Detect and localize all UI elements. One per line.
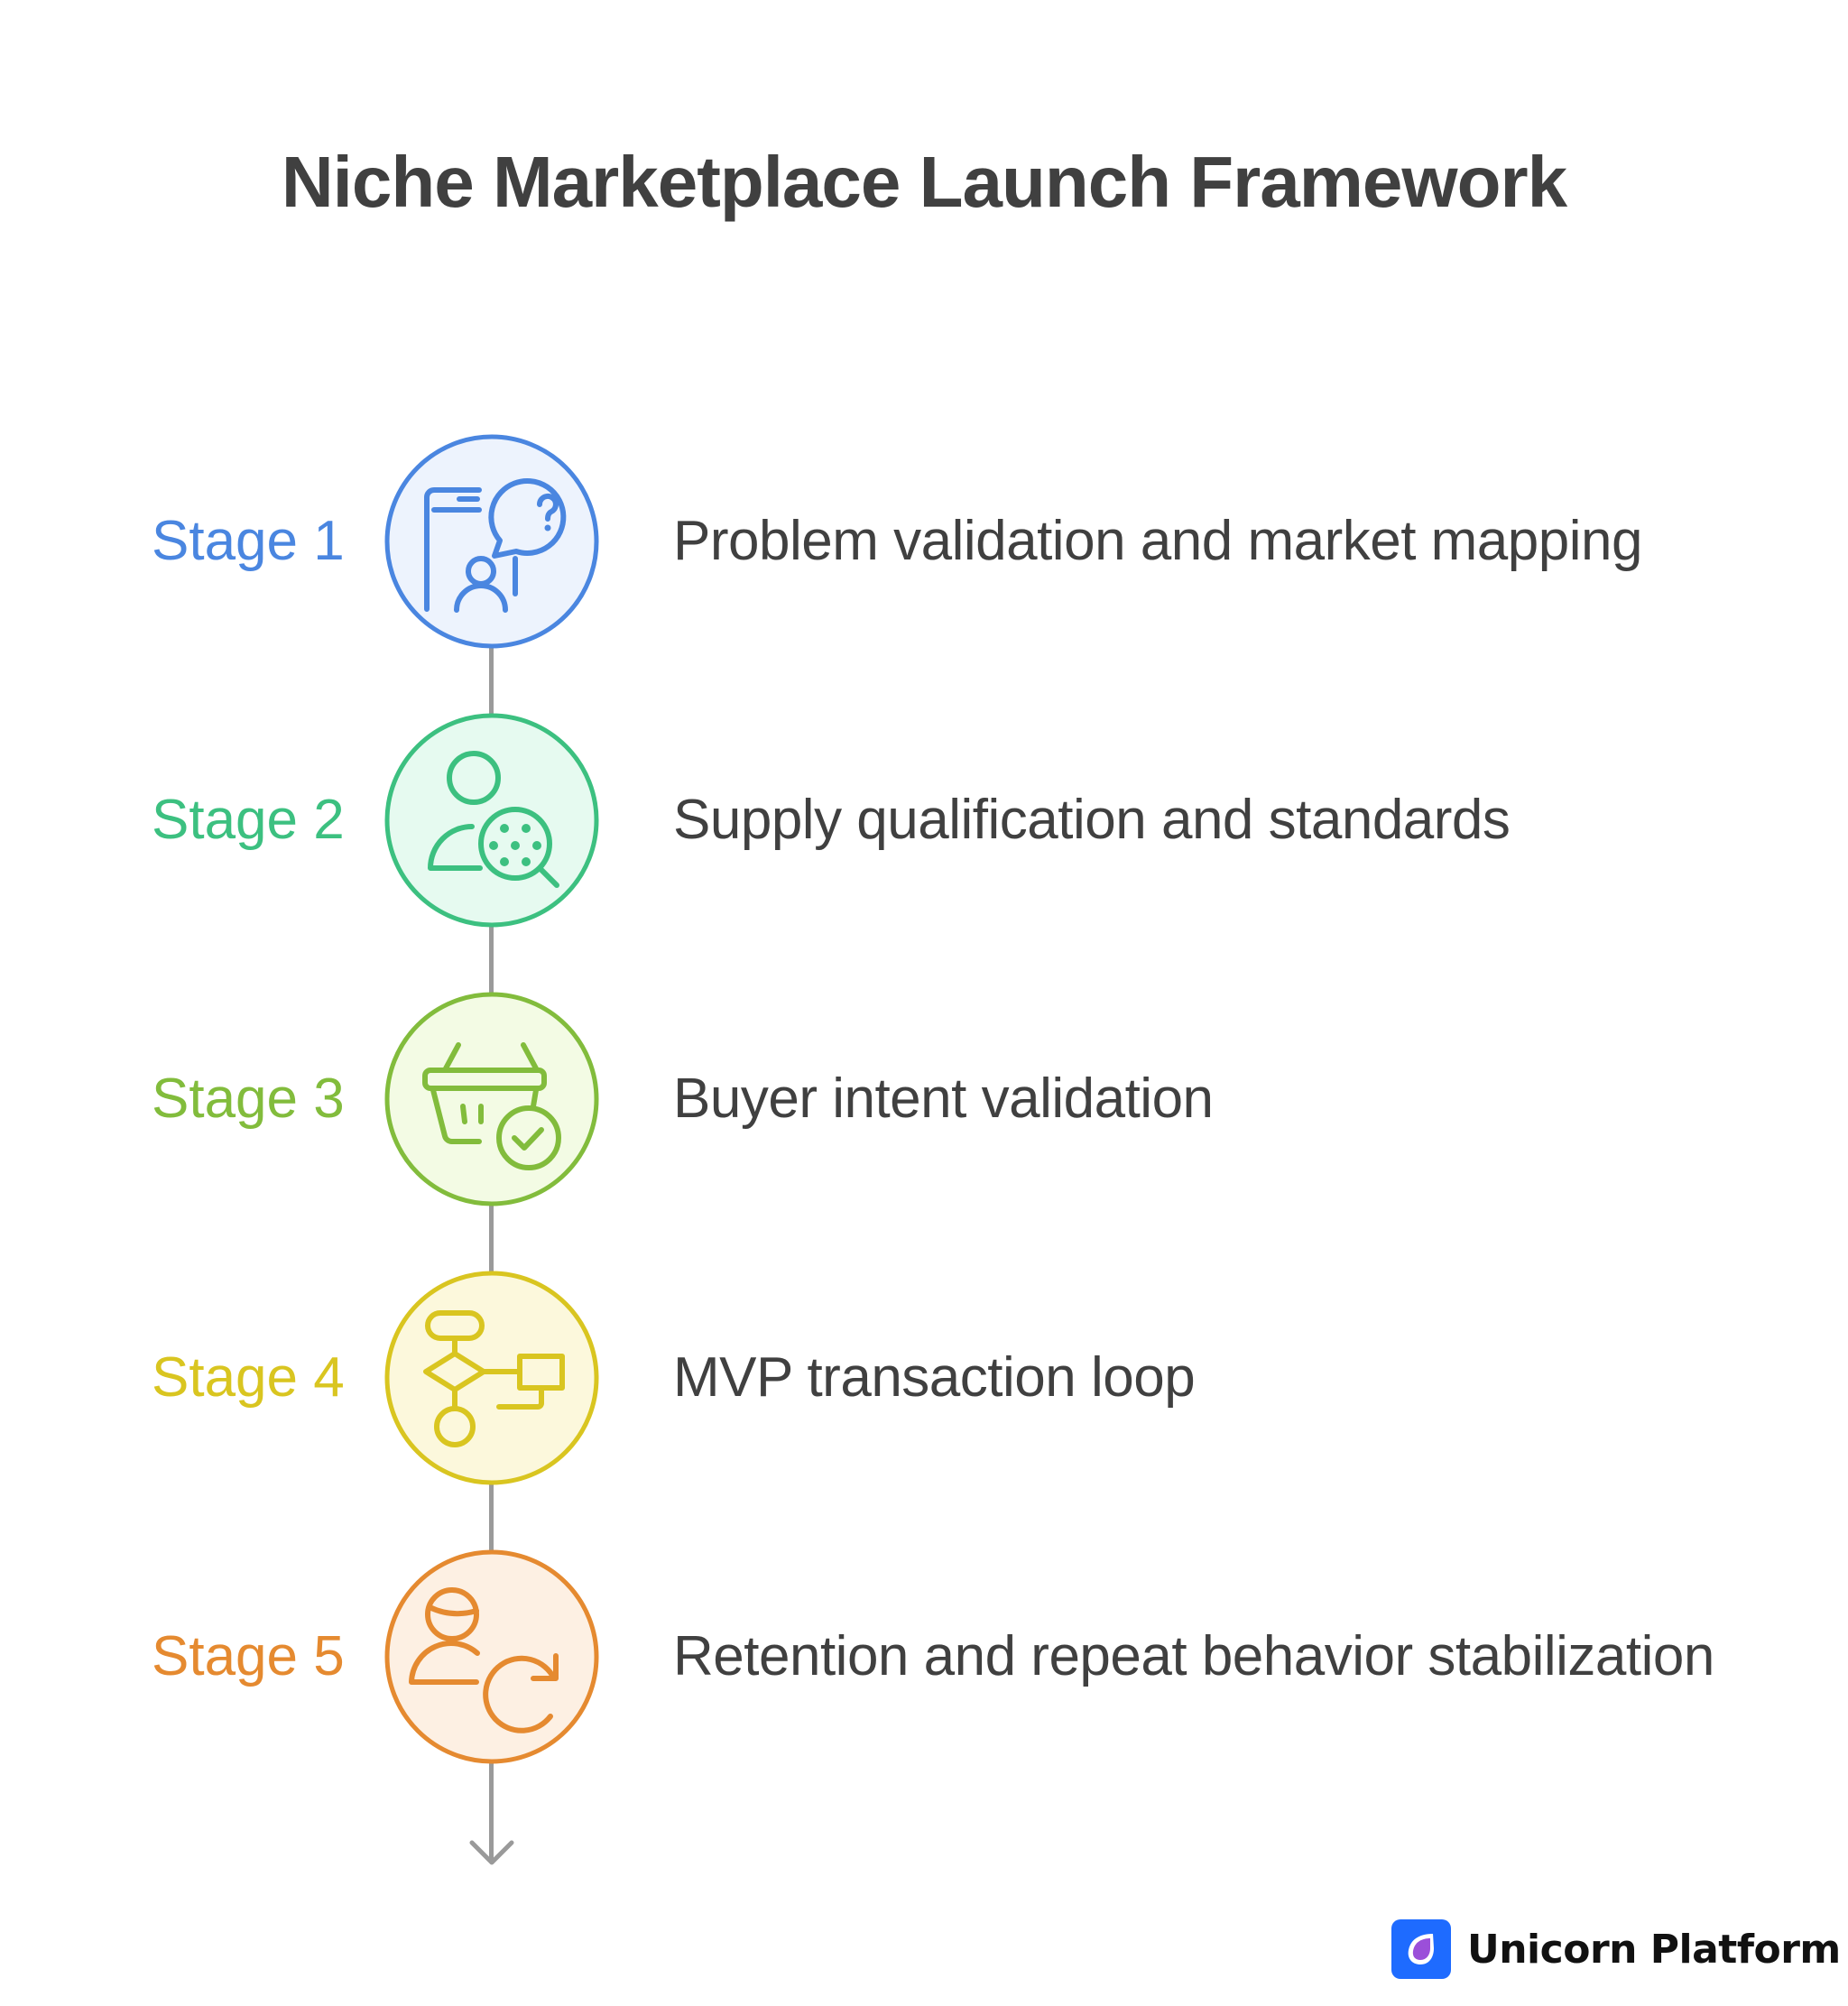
connector-line [489, 1206, 494, 1272]
flowchart-icon [384, 1271, 599, 1485]
stage-description: Retention and repeat behavior stabilizat… [673, 1625, 1714, 1687]
connector-line [489, 927, 494, 994]
stage-label: Stage 2 [152, 789, 345, 851]
stage-description: MVP transaction loop [673, 1346, 1196, 1409]
unicorn-platform-logo-icon [1391, 1919, 1451, 1979]
user-refresh-icon [384, 1549, 599, 1764]
connector-line [489, 1484, 494, 1551]
stage-label: Stage 4 [152, 1346, 345, 1409]
stage-label: Stage 3 [152, 1068, 345, 1130]
stage-label: Stage 5 [152, 1625, 345, 1687]
stage-description: Problem validation and market mapping [673, 510, 1642, 572]
phone-chat-question-user-icon [384, 434, 599, 649]
brand-name: Unicorn Platform [1467, 1926, 1841, 1973]
stage-description: Buyer intent validation [673, 1068, 1214, 1130]
brand-watermark: Unicorn Platform [1391, 1919, 1841, 1979]
connector-line [489, 1763, 494, 1861]
user-magnifier-icon [384, 713, 599, 928]
connector-line [489, 648, 494, 715]
stage-label: Stage 1 [152, 510, 345, 572]
stage-description: Supply qualification and standards [673, 789, 1511, 851]
basket-check-icon [384, 992, 599, 1206]
arrow-down-icon [469, 1840, 514, 1865]
diagram-title: Niche Marketplace Launch Framework [281, 142, 1567, 222]
